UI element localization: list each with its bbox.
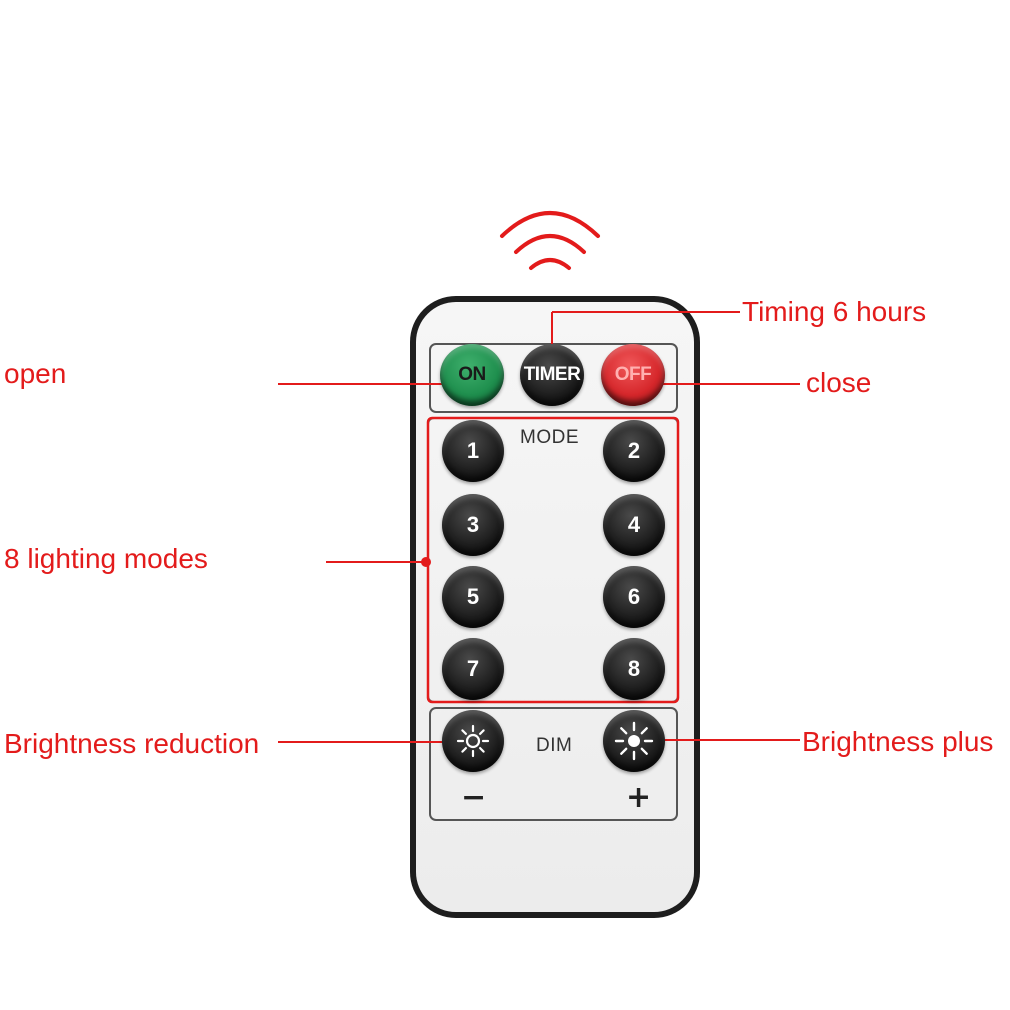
on-button-label: ON	[458, 364, 486, 385]
dim-panel	[429, 707, 678, 821]
mode-button-label: 8	[627, 656, 641, 681]
dim-label: DIM	[536, 735, 573, 756]
dim-minus-callout: Brightness reduction	[4, 728, 260, 759]
sun-icon	[614, 721, 654, 761]
timer-callout: Timing 6 hours	[742, 296, 927, 327]
off-button[interactable]: OFF	[601, 344, 665, 406]
modes-callout: 8 lighting modes	[4, 543, 208, 574]
dim-minus-button[interactable]	[442, 710, 504, 772]
dim-plus-button[interactable]	[603, 710, 665, 772]
mode-button-label: 7	[466, 656, 480, 681]
mode-button-label: 3	[466, 512, 480, 537]
sun-icon	[456, 724, 490, 758]
minus-sign: −	[461, 780, 487, 815]
mode-button-label: 5	[466, 584, 480, 609]
on-callout: open	[4, 358, 67, 389]
mode-button-7[interactable]: 7	[442, 638, 504, 700]
mode-button-label: 4	[627, 512, 641, 537]
timer-button[interactable]: TIMER	[520, 344, 584, 406]
wireless-signal-icon	[500, 211, 600, 270]
mode-button-6[interactable]: 6	[603, 566, 665, 628]
timer-button-label: TIMER	[523, 364, 581, 385]
dim-plus-callout: Brightness plus	[802, 726, 994, 757]
mode-button-4[interactable]: 4	[603, 494, 665, 556]
on-button[interactable]: ON	[440, 344, 504, 406]
mode-button-label: 1	[466, 438, 480, 463]
mode-label: MODE	[520, 427, 579, 448]
off-callout: close	[806, 367, 872, 398]
mode-button-2[interactable]: 2	[603, 420, 665, 482]
plus-sign: +	[626, 780, 652, 815]
mode-button-8[interactable]: 8	[603, 638, 665, 700]
mode-button-label: 6	[627, 584, 641, 609]
off-button-label: OFF	[614, 364, 652, 385]
mode-button-3[interactable]: 3	[442, 494, 504, 556]
mode-button-1[interactable]: 1	[442, 420, 504, 482]
mode-button-label: 2	[627, 438, 641, 463]
mode-button-5[interactable]: 5	[442, 566, 504, 628]
